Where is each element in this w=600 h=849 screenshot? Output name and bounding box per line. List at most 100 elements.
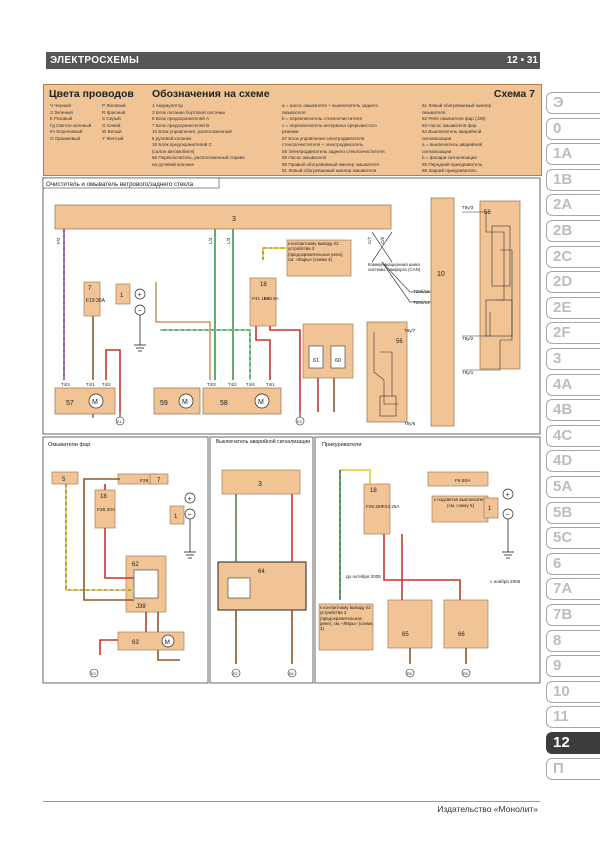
legend-entry: 56 Переключатель, расположенный справа	[152, 155, 245, 160]
legend-entry: 65 Передний прикуриватель	[422, 161, 483, 167]
legend-entry: в рулевой колонке	[152, 135, 192, 141]
unit-65-label: 65	[402, 632, 409, 638]
svg-text:C/7: C/7	[367, 237, 372, 245]
battery-plus-left	[134, 288, 146, 300]
svg-text:E1: E1	[117, 420, 122, 424]
pin-t8y3: T8y/3	[462, 205, 474, 210]
svg-text:+: +	[138, 292, 142, 299]
battery-minus-left	[134, 304, 146, 316]
unit-18-p3	[363, 483, 391, 535]
tab-5a[interactable]: 5A	[546, 476, 600, 498]
tab-1b[interactable]: 1B	[546, 168, 600, 191]
legend-entry: 18 Блок предохранителей С	[152, 142, 212, 147]
legend-entry: Ч Черный	[50, 103, 71, 108]
legend-entry: З Зеленый	[50, 109, 73, 115]
legend-entry: 1 Аккумулятор	[152, 103, 183, 108]
unit-1-left-label: 1	[120, 293, 124, 299]
tab-9[interactable]: 9	[546, 655, 600, 678]
legend-entry: (салон автомобиля)	[152, 148, 195, 154]
before-oct-note: до октября 2005	[346, 574, 381, 579]
unit-10-label: 10	[437, 271, 445, 278]
wire-colors-title: Цвета проводов	[49, 88, 134, 100]
unit-56-right-label: 56	[484, 210, 491, 216]
unit-10	[430, 197, 455, 427]
tab-2e[interactable]: 2E	[546, 296, 600, 319]
can-note-text: Коммуникационная шина системы комфорта (…	[368, 262, 421, 273]
tab-2f[interactable]: 2F	[546, 322, 600, 345]
tab-6[interactable]: 6	[546, 552, 600, 575]
unit-18-top	[249, 277, 277, 327]
svg-text:E6: E6	[289, 672, 294, 676]
tab-7b[interactable]: 7B	[546, 604, 600, 626]
unit-59-label: 59	[160, 400, 168, 407]
tab-5c[interactable]: 5C	[546, 527, 600, 550]
tab-12[interactable]: 12	[546, 732, 600, 754]
tab-5b[interactable]: 5B	[546, 501, 600, 524]
legend-entry: омывателя	[282, 109, 306, 115]
tab-8[interactable]: 8	[546, 629, 600, 652]
tab-7a[interactable]: 7A	[546, 578, 600, 601]
svg-text:M: M	[182, 399, 188, 406]
tab-4b[interactable]: 4B	[546, 399, 600, 422]
legend-entry: b = переключатель стеклоочистителя	[282, 116, 362, 121]
symbols-title: Обозначения на схеме	[152, 88, 270, 100]
legend-entry: R Красный	[102, 109, 126, 115]
legend-entry: c = переключатель интервала прерывистого	[282, 122, 377, 128]
svg-text:T4/1: T4/1	[266, 382, 275, 387]
panel-hazard-switch	[209, 436, 314, 684]
unit-57-label: 57	[66, 400, 74, 407]
legend-entry: 63 Насос омывателя фар	[422, 122, 477, 128]
legend-entry: 57 Блок управления электродвигателя	[282, 135, 365, 141]
ground-e3	[295, 416, 305, 426]
svg-text:5: 5	[62, 477, 66, 483]
legend-entry: S Серый	[102, 116, 121, 121]
pin-t8y7: T8y/7	[404, 328, 416, 333]
page-number: 12 • 31	[506, 55, 538, 66]
tab-0[interactable]: 0	[546, 117, 600, 140]
legend-entry: W Белый	[102, 129, 122, 134]
tab-1a[interactable]: 1A	[546, 143, 600, 166]
symbols-list-2: a = насос омывателя + выключатель заднег…	[282, 103, 385, 175]
svg-text:T4/3: T4/3	[61, 382, 70, 387]
tab-3[interactable]: 3	[546, 348, 600, 370]
section-frame-main	[42, 177, 541, 435]
unit-18-top-label: 18	[260, 282, 267, 288]
motor-icon-58	[254, 393, 270, 409]
svg-text:18: 18	[370, 488, 377, 494]
legend-entry: 3 Блок питания бортовой системы	[152, 109, 226, 115]
tab-4d[interactable]: 4D	[546, 450, 600, 473]
fuse-f24: F24 25A	[382, 504, 400, 509]
legend-entry: G Синий	[102, 122, 121, 128]
pin-t20b15: T20б/15	[413, 289, 430, 294]
svg-text:T4/3: T4/3	[207, 382, 216, 387]
svg-text:T4/2: T4/2	[228, 382, 237, 387]
unit-60-label: 60	[335, 358, 341, 364]
backlight-note	[431, 495, 489, 523]
tab-2c[interactable]: 2C	[546, 245, 600, 268]
tab-4a[interactable]: 4A	[546, 373, 600, 396]
unit-66-label: 66	[458, 632, 465, 638]
section-title: ЭЛЕКТРОСХЕМЫ	[50, 55, 140, 66]
tab-п[interactable]: П	[546, 757, 600, 780]
legend-entry: 61 Левый обогреваемый жиклер	[422, 103, 492, 108]
legend-box: Цвета проводов Обозначения на схеме Схем…	[43, 84, 542, 176]
tab-э[interactable]: Э	[546, 92, 600, 114]
legend-entry: 66 Задний прикуриватель	[422, 168, 477, 173]
legend-entry: 7 Блок предохранителей В	[152, 122, 210, 128]
tab-10[interactable]: 10	[546, 680, 600, 703]
svg-text:T4/2: T4/2	[102, 382, 111, 387]
svg-text:E3: E3	[297, 420, 302, 424]
unit-62-label: 62	[132, 562, 139, 568]
legend-entry: a = насос омывателя + выключатель заднег…	[282, 103, 379, 108]
tab-2b[interactable]: 2B	[546, 220, 600, 242]
svg-text:3: 3	[258, 481, 262, 488]
tab-4c[interactable]: 4C	[546, 424, 600, 447]
unit-66	[443, 599, 489, 649]
tab-2d[interactable]: 2D	[546, 271, 600, 294]
tab-11[interactable]: 11	[546, 706, 600, 729]
tab-2a[interactable]: 2A	[546, 194, 600, 217]
pin-t8y2: T8y/2	[462, 336, 474, 341]
